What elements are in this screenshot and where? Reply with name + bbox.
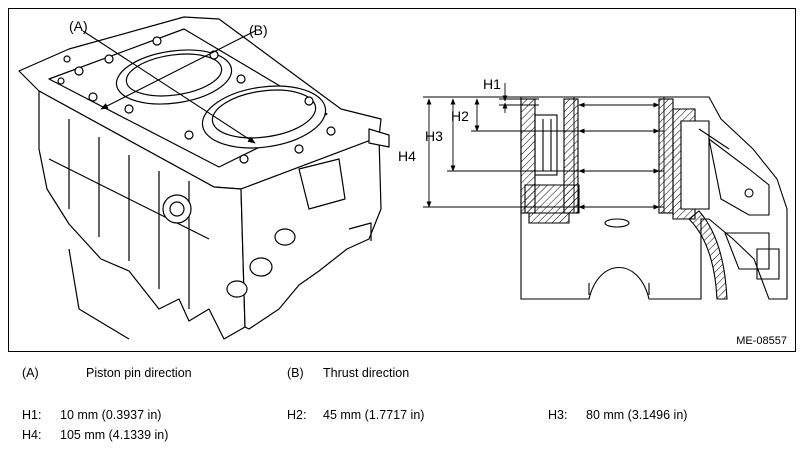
figure-frame: (A) (B) [8,8,796,352]
legend-b-key: (B) [287,366,304,380]
legend: (A) Piston pin direction (B) Thrust dire… [0,352,804,452]
legend-h3-value: 80 mm (3.1496 in) [586,408,688,422]
legend-a-text: Piston pin direction [86,366,192,380]
dim-h3-label: H3 [425,128,443,144]
figure-id: ME-08557 [736,335,787,347]
legend-h1-value: 10 mm (0.3937 in) [60,408,162,422]
engine-block-illustration: (A) (B) [18,16,788,340]
legend-h4-key: H4: [22,428,42,442]
legend-h4-value: 105 mm (4.1339 in) [60,428,169,442]
legend-h2-key: H2: [287,408,307,422]
piston-pin-arrow [82,30,256,144]
dim-h2-label: H2 [451,108,469,124]
dimension-lines [423,83,709,213]
direction-arrows [82,30,256,144]
callout-a: (A) [69,18,88,34]
cross-section [520,96,788,300]
legend-b-text: Thrust direction [323,366,410,380]
dim-h4-label: H4 [398,148,416,164]
legend-h1-key: H1: [22,408,42,422]
thrust-arrow [100,30,256,110]
legend-h2-value: 45 mm (1.7717 in) [323,408,425,422]
callout-b: (B) [249,22,268,38]
legend-a-key: (A) [22,366,39,380]
dim-h1-label: H1 [483,76,501,92]
cylinder-block-3d [18,16,390,340]
legend-h3-key: H3: [548,408,568,422]
